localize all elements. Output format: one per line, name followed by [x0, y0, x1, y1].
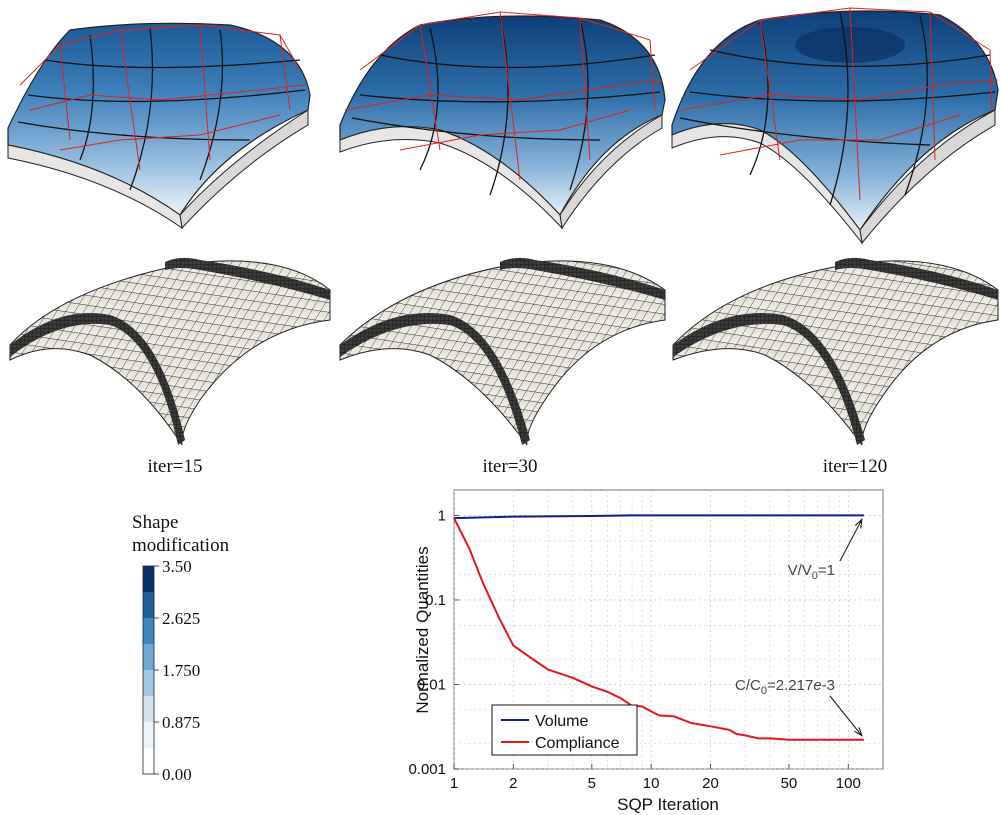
mesh-panel-iter120 — [672, 257, 999, 446]
colorbar-swatch — [143, 722, 154, 749]
colorbar-tick-label: 1.750 — [162, 661, 200, 680]
x-tick-label: 2 — [509, 775, 517, 792]
colorbar-swatch — [143, 670, 154, 697]
x-tick-label: 10 — [643, 775, 660, 792]
annotations: V/V0=1C/C0=2.217e-3 — [735, 518, 863, 737]
y-axis-label: Normalized Quantities — [413, 546, 432, 713]
shell-panel-iter120 — [671, 7, 999, 245]
mesh-panel-iter15 — [9, 257, 331, 446]
colorbar: Shape modification 3.50 2.625 1.750 0.875 0.… — [132, 512, 230, 784]
colorbar-tick-label: 0.875 — [162, 713, 200, 732]
colorbar-swatch — [143, 696, 154, 723]
shell-panel-iter30 — [339, 11, 666, 230]
annotation-label: C/C0=2.217e-3 — [735, 677, 835, 697]
x-tick-label: 50 — [781, 775, 798, 792]
mesh-panel-iter30 — [339, 257, 666, 446]
colorbar-title-line1: Shape — [132, 512, 178, 533]
caption-iter15: iter=15 — [147, 456, 202, 477]
colorbar-ticks: 3.50 2.625 1.750 0.875 0.00 — [154, 557, 200, 784]
colorbar-tick-label: 0.00 — [162, 765, 192, 784]
y-tick-label: 0.1 — [425, 592, 446, 609]
chart: 1 2 5 10 20 50 100 0.001 0.01 0.1 1 V/V0=1C/C0=2.… — [408, 489, 884, 814]
colorbar-swatch — [143, 592, 154, 619]
annotation-arrowhead — [853, 727, 863, 737]
x-tick-label: 1 — [450, 775, 458, 792]
series-lines — [453, 514, 864, 741]
colorbar-tick-label: 2.625 — [162, 609, 200, 628]
x-axis-label: SQP Iteration — [617, 795, 719, 814]
annotation-arrow — [829, 695, 863, 737]
x-tick-label: 5 — [588, 775, 596, 792]
y-tick-label: 1 — [438, 507, 446, 524]
legend-box — [491, 704, 638, 756]
x-tick-label: 20 — [702, 775, 719, 792]
caption-iter30: iter=30 — [482, 456, 537, 477]
legend-label-compliance: Compliance — [535, 735, 620, 752]
colorbar-title-line2: modification — [132, 535, 230, 556]
colorbar-swatch — [143, 618, 154, 645]
y-tick-label: 0.01 — [417, 676, 446, 693]
series-line-volume — [453, 514, 864, 520]
y-tick-label: 0.001 — [408, 761, 446, 778]
y-axis-ticks: 0.001 0.01 0.1 1 — [408, 507, 459, 778]
colorbar-swatch — [143, 566, 154, 593]
series-line-compliance — [453, 517, 864, 741]
legend-label-volume: Volume — [535, 713, 588, 730]
colorbar-swatches — [143, 566, 154, 775]
x-tick-label: 100 — [836, 775, 861, 792]
annotation-label: V/V0=1 — [788, 562, 835, 582]
colorbar-tick-label: 3.50 — [162, 557, 192, 576]
shell-panel-iter15 — [7, 22, 311, 230]
colorbar-swatch — [143, 644, 154, 671]
colorbar-swatch — [143, 748, 154, 775]
x-axis-ticks: 1 2 5 10 20 50 100 — [450, 764, 861, 792]
caption-iter120: iter=120 — [823, 456, 888, 477]
annotation-arrow — [839, 519, 863, 562]
annotation-arrowhead — [854, 518, 863, 529]
